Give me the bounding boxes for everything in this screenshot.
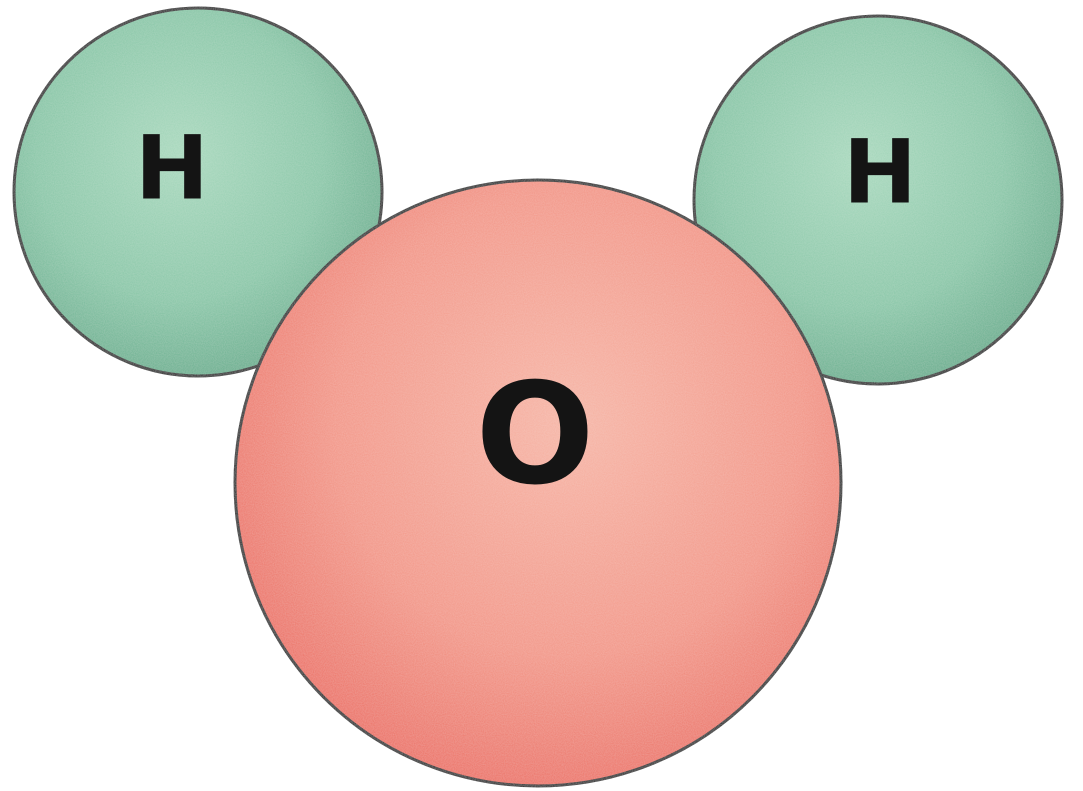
oxygen-atom: O xyxy=(235,180,841,786)
hydrogen-right-label: H xyxy=(843,121,917,224)
hydrogen-left-label: H xyxy=(135,117,209,220)
oxygen-label: O xyxy=(475,354,594,517)
